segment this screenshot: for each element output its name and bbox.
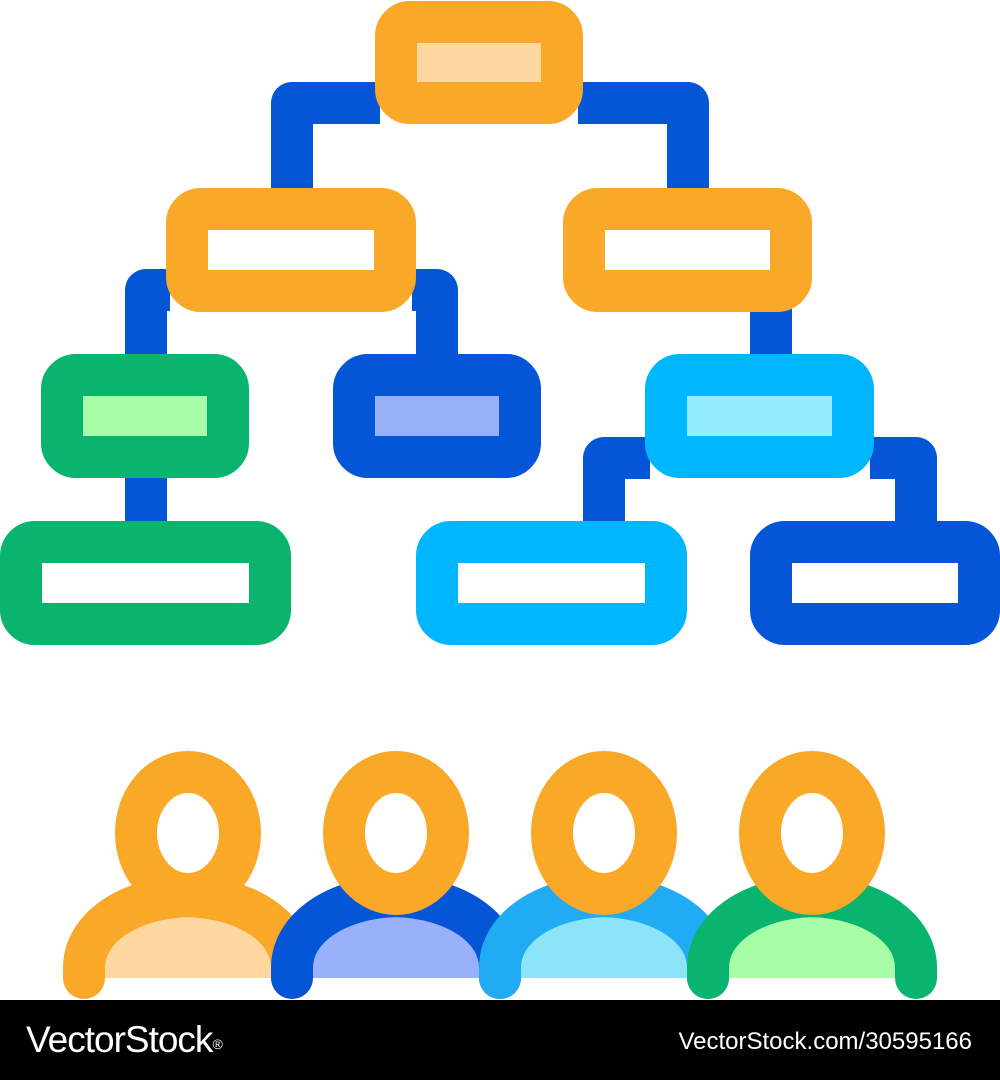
org-box-level2-right [563,188,812,312]
org-chart-illustration [0,1,1000,999]
connector-left-to-green [125,269,170,357]
connector-cyan-to-cyan-bottom [583,437,650,524]
footer-brand-logo: VectorStock® [26,1016,223,1064]
tree-connectors [125,82,937,524]
org-box-level3-blue [333,354,541,478]
person-green-icon [687,751,937,999]
watermark-footer: VectorStock® VectorStock.com/30595166 [0,1000,1000,1080]
person-light-blue-icon [479,751,729,999]
person-orange-icon [63,751,313,999]
person-blue-icon [271,751,521,999]
connector-left-to-blue [412,269,458,357]
connector-root-right [578,82,709,190]
org-box-level3-green [41,354,249,478]
people-group [63,751,937,999]
org-box-level4-green [0,521,291,645]
footer-brand-name: VectorStock [26,1019,213,1060]
footer-image-id: VectorStock.com/30595166 [678,1028,972,1055]
registered-mark: ® [212,1036,222,1052]
connector-root-left [271,82,380,190]
org-box-level4-cyan [416,521,687,645]
org-box-level4-blue [750,521,1000,645]
org-box-level2-left [166,188,416,312]
connector-cyan-to-blue-bottom [870,437,937,524]
org-box-root [375,1,583,124]
org-box-level3-cyan [645,354,874,478]
